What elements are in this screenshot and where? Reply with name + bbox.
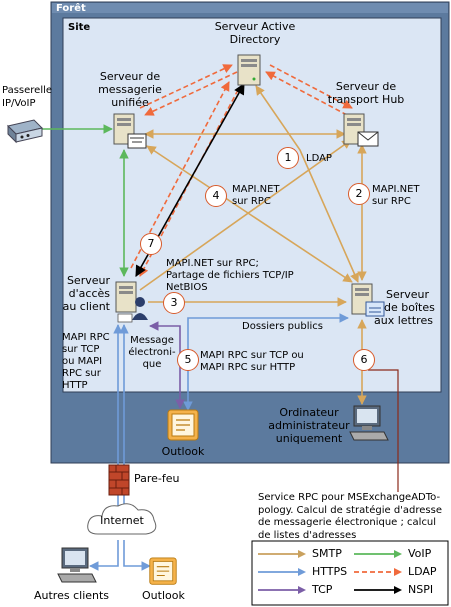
outlook-external-icon: [149, 557, 177, 585]
legend-item-https: HTTPS: [256, 564, 350, 580]
step-badge-7: 7: [140, 233, 162, 255]
site-label: Site: [68, 22, 91, 33]
hub-server-icon: [343, 113, 379, 147]
outlook-site-icon: [167, 409, 199, 441]
step-badge-6: 6: [353, 349, 375, 371]
firewall-icon: [108, 464, 130, 496]
legend-item-voip: VoIP: [352, 546, 446, 562]
step-badge-2: 2: [348, 183, 370, 205]
other-clients-computer-icon: [57, 547, 97, 583]
outlook-site-label: Outlook: [161, 445, 205, 458]
um-server-icon: [113, 113, 147, 149]
legend-item-ldap: LDAP: [352, 564, 446, 580]
legend-label: TCP: [312, 583, 333, 596]
cas-mbx-protocols-label: MAPI.NET sur RPC;Partage de fichiers TCP…: [166, 258, 294, 293]
internet-label: Internet: [100, 514, 144, 527]
legend-swatch: [258, 586, 306, 594]
legend-label: LDAP: [408, 565, 437, 578]
step-badge-4: 4: [205, 185, 227, 207]
legend: SMTP VoIP HTTPS LDAP TCP NSPI: [256, 546, 446, 602]
legend-swatch: [354, 586, 402, 594]
legend-swatch: [354, 568, 402, 576]
mailbox-server-icon: [351, 283, 385, 317]
outlook-external-label: Outlook: [142, 589, 185, 602]
gateway-device-icon: [7, 119, 43, 144]
legend-label: SMTP: [312, 547, 342, 560]
cas-server-icon: [115, 281, 148, 323]
forest-label: Forêt: [56, 3, 86, 14]
public-folders-label: Dossiers publics: [242, 321, 323, 332]
legend-item-smtp: SMTP: [256, 546, 350, 562]
ad-server-icon: [237, 54, 261, 86]
step-badge-3: 3: [163, 292, 185, 314]
legend-swatch: [258, 568, 306, 576]
legend-label: VoIP: [408, 547, 432, 560]
internet-cloud-icon: [87, 503, 157, 535]
legend-label: HTTPS: [312, 565, 348, 578]
step-badge-1: 1: [277, 147, 299, 169]
legend-swatch: [258, 550, 306, 558]
legend-item-nspi: NSPI: [352, 582, 446, 598]
legend-box: [251, 540, 449, 606]
legend-label: NSPI: [408, 583, 434, 596]
admin-computer-icon: [349, 405, 389, 441]
other-clients-label: Autres clients: [34, 589, 110, 602]
rpc-service-note: Service RPC pour MSExchangeADTo-pology. …: [258, 492, 443, 541]
legend-swatch: [354, 550, 402, 558]
firewall-label: Pare-feu: [134, 472, 180, 485]
ldap-label: LDAP: [306, 153, 332, 164]
legend-item-tcp: TCP: [256, 582, 350, 598]
step-badge-5: 5: [177, 349, 199, 371]
